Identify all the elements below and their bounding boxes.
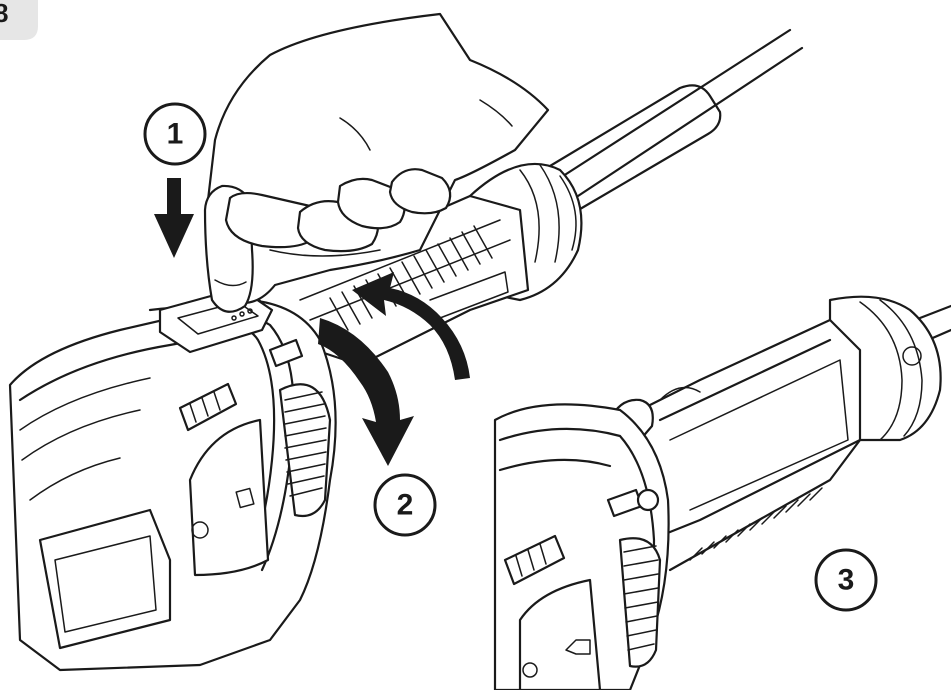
callout-step-1: 1 — [143, 102, 207, 166]
rear-handle-assembled — [608, 318, 862, 572]
speed-selector-assembled — [503, 488, 660, 586]
figure-label: 8 — [0, 0, 8, 28]
press-down-arrow — [154, 178, 194, 258]
callout-step-2-number: 2 — [397, 489, 414, 522]
tool-left-view — [8, 12, 804, 672]
side-cover-assembled — [518, 578, 602, 690]
motor-housing-assembled — [493, 403, 670, 690]
power-cable — [538, 28, 804, 214]
callout-step-1-number: 1 — [167, 118, 184, 151]
speed-selector — [178, 338, 304, 432]
rotate-down-arrow — [318, 318, 414, 466]
callout-step-2: 2 — [373, 473, 437, 537]
motor-housing — [8, 298, 337, 672]
tool-right-view — [493, 295, 951, 690]
side-cover — [188, 418, 270, 577]
rotate-up-arrow — [352, 272, 470, 380]
vent-grille — [278, 383, 332, 518]
figure-label-tab: 8 — [0, 0, 38, 40]
vent-grille-assembled — [618, 537, 662, 668]
callout-step-3: 3 — [814, 548, 878, 612]
hand — [203, 12, 550, 313]
callout-step-3-number: 3 — [838, 564, 855, 597]
